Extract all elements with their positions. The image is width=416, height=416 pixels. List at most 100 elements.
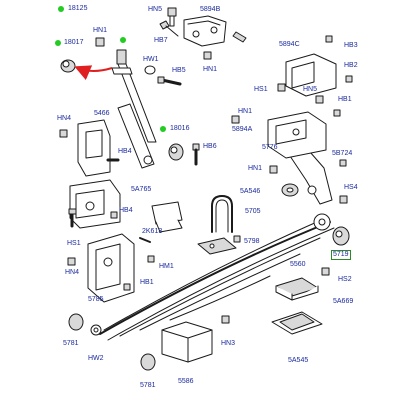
label-5781-left: 5781 <box>63 340 79 347</box>
label-hn1-top: HN1 <box>93 27 108 34</box>
green-dot-18016 <box>160 126 166 132</box>
label-5a765: 5A765 <box>131 186 152 193</box>
bushing-5781-left <box>68 313 84 331</box>
label-18017: 18017 <box>64 39 84 46</box>
bolt-hn4-top <box>59 129 68 138</box>
bracket-5894a <box>267 111 327 159</box>
label-hb7: HB7 <box>154 37 168 44</box>
bolt-hs4 <box>339 195 348 204</box>
label-5781-bottom: 5781 <box>140 382 156 389</box>
label-hn1-mid: HN1 <box>203 66 218 73</box>
green-dot-18125 <box>58 6 64 12</box>
bolt-hb4-left <box>110 211 118 219</box>
bracket-5894c <box>285 53 337 97</box>
label-18125: 18125 <box>68 5 88 12</box>
washer-hw2 <box>90 324 102 336</box>
label-hs1-left: HS1 <box>67 240 81 247</box>
label-5a545: 5A545 <box>288 357 309 364</box>
bracket-5466 <box>77 119 111 177</box>
bracket-5894b <box>183 15 227 47</box>
shock-absorber <box>111 49 157 169</box>
green-dot-shock <box>120 37 126 43</box>
bracket-2k613 <box>151 201 183 233</box>
label-hb3: HB3 <box>344 42 358 49</box>
label-5894b: 5894B <box>200 6 221 13</box>
bolt-hb3 <box>325 35 333 43</box>
bushing-5781-bottom <box>140 353 156 371</box>
bolt-hn1-right <box>269 165 278 174</box>
label-5705: 5705 <box>245 208 261 215</box>
bolt-hs2 <box>321 267 330 276</box>
bushing-18016 <box>168 143 184 161</box>
bolt-hb2 <box>345 75 353 83</box>
bushing-18017 <box>60 59 76 73</box>
leaf-spring-5560 <box>99 213 335 341</box>
label-hn1-r2: HN1 <box>248 165 263 172</box>
bolt-5b724 <box>339 159 347 167</box>
label-5776: 5776 <box>262 144 278 151</box>
bolt-hn1-top <box>95 37 105 47</box>
green-dot-18017 <box>55 40 61 46</box>
label-hb1: HB1 <box>338 96 352 103</box>
label-hs2: HS2 <box>338 276 352 283</box>
label-hb4: HB4 <box>118 148 132 155</box>
label-hn1-right: HN1 <box>238 108 253 115</box>
label-5a546: 5A546 <box>240 188 261 195</box>
label-hb2: HB2 <box>344 62 358 69</box>
bolt-hs1-left <box>68 208 77 228</box>
label-hn3: HN3 <box>221 340 236 347</box>
label-hn4-left: HN4 <box>65 269 80 276</box>
label-5719: 5719 <box>331 250 351 260</box>
bolt-hn1-r2 <box>231 115 240 124</box>
label-5466: 5466 <box>94 110 110 117</box>
bushing-5a546 <box>281 183 299 197</box>
label-hw2: HW2 <box>88 355 104 362</box>
label-5798: 5798 <box>244 238 260 245</box>
label-2k613: 2K613 <box>142 228 163 235</box>
label-hn4: HN4 <box>57 115 72 122</box>
bolt-hn5-top <box>167 7 177 27</box>
washer-hw1 <box>144 65 156 75</box>
label-hb4-left: HB4 <box>119 207 133 214</box>
label-5b724: 5B724 <box>332 150 353 157</box>
bolt-hn5-right <box>315 95 324 104</box>
bolt-hb5 <box>157 76 182 86</box>
bolt-hm1 <box>147 255 155 263</box>
bolt-hn1-mid <box>203 51 212 60</box>
label-5785: 5785 <box>88 296 104 303</box>
nut-hn3 <box>221 315 230 324</box>
bolt-hb4-right <box>233 235 241 243</box>
bolt-hb1-right <box>333 109 341 117</box>
label-hs4: HS4 <box>344 184 358 191</box>
nut-hn4-left <box>67 257 76 266</box>
hanger-5a765 <box>69 179 121 229</box>
bolt-hb7 <box>159 20 179 37</box>
bushing-5719 <box>332 226 350 246</box>
label-hs1-top: HS1 <box>254 86 268 93</box>
label-5a669: 5A669 <box>333 298 354 305</box>
bolt-hs1-top <box>277 83 286 92</box>
plate-5a669 <box>275 277 319 301</box>
label-hw1-top: HW1 <box>143 56 159 63</box>
label-5586: 5586 <box>178 378 194 385</box>
shackle-5776 <box>289 151 333 205</box>
bolt-hb6 <box>192 143 200 166</box>
label-hb6: HB6 <box>203 143 217 150</box>
label-hb1-left: HB1 <box>140 279 154 286</box>
label-hb5: HB5 <box>172 67 186 74</box>
label-5894a: 5894A <box>232 126 253 133</box>
plate-5a545 <box>271 311 323 335</box>
label-5560: 5560 <box>290 261 306 268</box>
label-hm1: HM1 <box>159 263 174 270</box>
pad-5586 <box>161 321 213 363</box>
bolt-2k613 <box>139 237 151 243</box>
bolt-right-top <box>232 31 247 43</box>
label-5894c: 5894C <box>279 41 300 48</box>
plate-5798 <box>197 237 237 255</box>
label-18016: 18016 <box>170 125 190 132</box>
bolt-hb1-left <box>123 283 131 291</box>
label-hn5-right: HN5 <box>303 86 318 93</box>
u-bolt-5705 <box>211 195 233 233</box>
